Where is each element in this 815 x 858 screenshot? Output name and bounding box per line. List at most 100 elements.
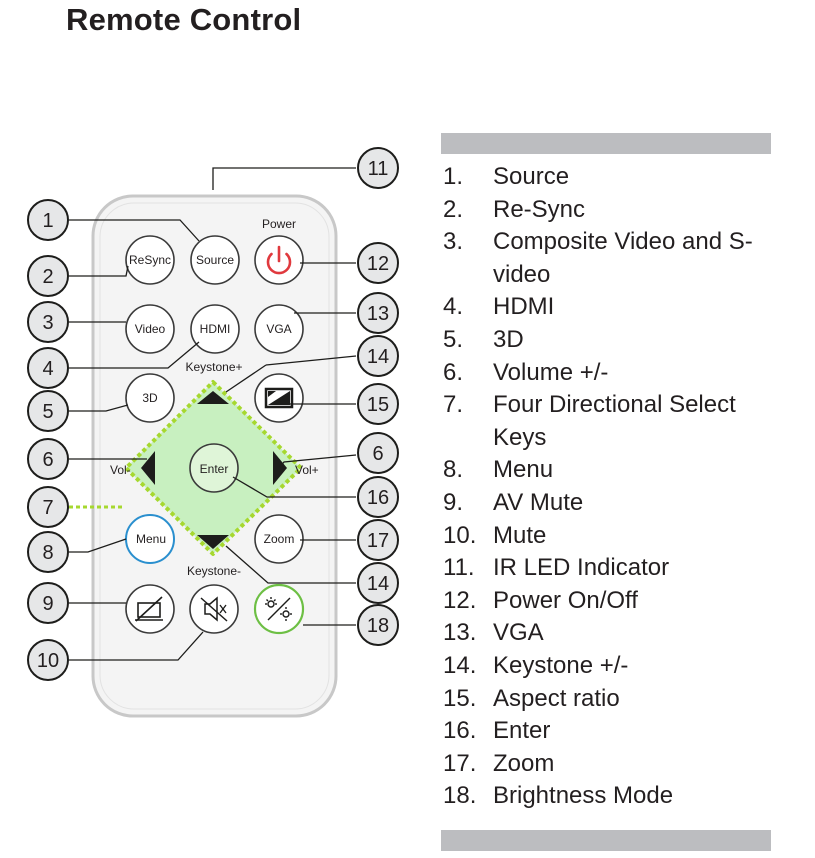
aspect-ratio-button[interactable] [254,373,304,423]
svg-text:5: 5 [42,401,53,423]
remote-body-inner [99,202,330,710]
legend-item: 15.Aspect ratio [443,684,620,712]
power-caption: Power [262,217,296,231]
svg-text:9: 9 [42,593,53,615]
legend-item: 3.Composite Video and S-video [443,228,753,288]
svg-text:18: 18 [367,615,389,637]
callout-8: 8 [27,531,69,573]
volume-up-arrow-icon[interactable] [273,451,287,485]
page-title: Remote Control [66,2,302,37]
3d-label: 3D [142,391,158,405]
svg-text:6: 6 [42,449,53,471]
svg-text:14: 14 [367,573,389,595]
legend-item: 14.Keystone +/- [443,651,629,679]
callout-7: 7 [27,486,69,528]
zoom-label: Zoom [264,532,295,546]
callout-9: 9 [27,582,69,624]
menu-label: Menu [136,532,166,546]
legend-item: 18.Brightness Mode [443,782,674,810]
svg-text:4: 4 [42,358,53,380]
legend-item: 13.VGA [443,619,544,647]
legend-top-bar [441,133,771,154]
aspect-ratio-icon [264,387,294,409]
callout-6-right: 6 [357,432,399,474]
callout-10: 10 [27,639,69,681]
svg-text:16: 16 [367,487,389,509]
callout-2: 2 [27,255,69,297]
callout-12: 12 [357,242,399,284]
legend-item: 9.AV Mute [443,488,584,516]
video-button[interactable]: Video [125,304,175,354]
svg-text:17: 17 [367,530,389,552]
legend-item: 16.Enter [443,717,551,745]
legend-item: 4.HDMI [443,293,555,321]
keystone-up-arrow-icon[interactable] [197,391,229,404]
legend-item: 10.Mute [443,521,547,549]
svg-text:15: 15 [367,394,389,416]
callout-18: 18 [357,604,399,646]
brightness-mode-button[interactable] [253,583,305,635]
svg-text:13: 13 [367,303,389,325]
source-label: Source [196,253,234,267]
legend-item: 7.Four Directional Select Keys [443,391,736,451]
callout-4: 4 [27,347,69,389]
svg-text:14: 14 [367,346,389,368]
callout-14-bottom: 14 [357,562,399,604]
callout-13: 13 [357,292,399,334]
zoom-button[interactable]: Zoom [254,514,304,564]
callout-3: 3 [27,301,69,343]
vol-minus-label: Vol- [110,463,131,477]
callout-15: 15 [357,383,399,425]
av-mute-button[interactable] [125,584,175,634]
resync-label: ReSync [129,253,171,267]
mute-button[interactable] [189,584,239,634]
hdmi-button[interactable]: HDMI [190,304,240,354]
legend-item: 12.Power On/Off [443,586,638,614]
3d-button[interactable]: 3D [125,373,175,423]
svg-text:2: 2 [42,266,53,288]
callout-16: 16 [357,476,399,518]
legend-item: 5.3D [443,325,524,353]
legend-item: 1.Source [443,163,570,190]
power-icon [266,245,292,275]
callout-5: 5 [27,390,69,432]
brightness-icon [265,597,292,621]
callout-1: 1 [27,199,69,241]
svg-text:1: 1 [42,210,53,232]
svg-text:8: 8 [42,542,53,564]
vga-button[interactable]: VGA [254,304,304,354]
keystone-minus-label: Keystone- [187,564,241,578]
legend-item: 6.Volume +/- [443,358,609,386]
svg-text:12: 12 [367,253,389,275]
keystone-plus-label: Keystone+ [185,360,242,374]
enter-button[interactable]: Enter [189,443,239,493]
svg-text:11: 11 [368,158,389,180]
vga-label: VGA [266,322,291,336]
callout-14-top: 14 [357,335,399,377]
legend-item: 8.Menu [443,456,554,484]
keystone-down-arrow-icon[interactable] [197,535,229,549]
callout-17: 17 [357,519,399,561]
av-mute-icon [135,596,163,622]
svg-text:7: 7 [42,497,53,519]
remote-control-diagram: ReSync Source Power Video HDMI VGA Keyst… [27,147,399,718]
legend-item: 2.Re-Sync [443,195,586,223]
hdmi-label: HDMI [200,322,231,336]
svg-text:6: 6 [372,443,383,465]
volume-down-arrow-icon[interactable] [141,451,155,485]
video-label: Video [135,322,166,336]
legend-bottom-bar [441,830,771,851]
resync-button[interactable]: ReSync [125,235,175,285]
mute-icon [200,596,228,622]
power-button[interactable] [254,235,304,285]
vol-plus-label: Vol+ [295,463,319,477]
legend-item: 17.Zoom [443,749,555,777]
legend-list: 1.Source 2.Re-Sync 3.Composite Video and… [443,161,793,813]
svg-text:3: 3 [42,312,53,334]
callout-6-left: 6 [27,438,69,480]
menu-button[interactable]: Menu [125,514,175,564]
leader-lines [65,167,357,661]
enter-label: Enter [200,462,229,476]
source-button[interactable]: Source [190,235,240,285]
callout-11: 11 [357,147,399,189]
